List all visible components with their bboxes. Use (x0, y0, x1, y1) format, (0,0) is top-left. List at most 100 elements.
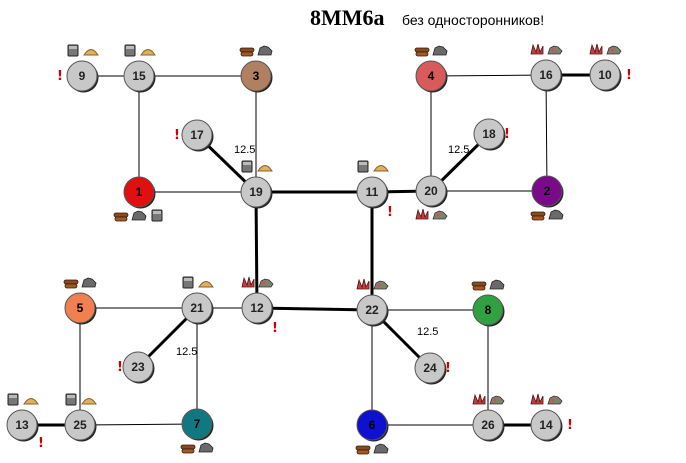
warning-mark: ! (504, 127, 510, 142)
warning-mark: ! (387, 205, 393, 220)
gems-icon (373, 280, 389, 290)
node-label: 11 (366, 185, 379, 199)
node-21: 21 (181, 276, 214, 325)
map-subtitle: без односторонников! (402, 12, 544, 28)
sulfur-icon (198, 281, 214, 288)
node-24: 24! (414, 352, 451, 385)
ore-icon (131, 210, 147, 221)
gems-icon (258, 278, 274, 288)
node-label: 4 (428, 69, 435, 83)
node-label: 6 (369, 418, 376, 432)
node-label: 18 (482, 127, 496, 141)
sulfur-icon (373, 165, 389, 172)
edge-weight-label: 12.5 (176, 346, 197, 358)
wood-icon (63, 279, 79, 289)
node-label: 24 (423, 361, 437, 375)
node-label: 17 (190, 128, 204, 142)
edge-weight-label: 12.5 (417, 326, 438, 338)
ore-icon (373, 443, 389, 454)
mercury-icon (65, 393, 77, 406)
gems-icon (547, 395, 563, 405)
node-label: 7 (194, 417, 201, 431)
warning-mark: ! (117, 360, 123, 375)
node-label: 14 (539, 418, 553, 432)
edge-16-2 (545, 74, 548, 192)
sulfur-icon (23, 398, 39, 405)
warning-mark: ! (445, 361, 451, 376)
warning-mark: ! (567, 418, 573, 433)
mercury-icon (182, 276, 194, 289)
node-16: 16 (530, 43, 563, 92)
node-11: 11! (356, 160, 393, 220)
ore-icon (81, 277, 97, 288)
wood-icon (113, 212, 129, 222)
ore-icon (198, 442, 214, 453)
node-label: 20 (424, 184, 438, 198)
crystal-icon (241, 276, 255, 288)
node-17: 17! (174, 119, 214, 152)
node-12: 12! (241, 276, 278, 336)
node-label: 8 (485, 303, 492, 317)
gems-icon (432, 210, 448, 220)
node-label: 16 (539, 68, 553, 82)
mercury-icon (7, 393, 19, 406)
node-label: 19 (249, 185, 263, 199)
crystal-icon (356, 278, 370, 290)
node-label: 21 (190, 301, 204, 315)
mercury-icon (151, 209, 163, 222)
ore-icon (257, 45, 273, 56)
edge-19-12 (254, 191, 259, 309)
crystal-icon (415, 208, 429, 220)
node-6: 6 (355, 409, 389, 455)
warning-mark: ! (272, 321, 278, 336)
wood-icon (180, 444, 196, 454)
edge-25-7 (79, 423, 198, 426)
map-title: 8MM6a (310, 5, 385, 30)
edge-4-16 (430, 74, 547, 77)
edge-12-22 (256, 306, 373, 312)
edge-weight-label: 12.5 (448, 144, 469, 156)
crystal-icon (589, 43, 603, 55)
node-7: 7 (180, 408, 214, 454)
wood-icon (530, 211, 546, 221)
wood-icon (239, 47, 255, 57)
ore-icon (432, 45, 448, 56)
mercury-icon (67, 44, 79, 57)
node-label: 25 (73, 418, 87, 432)
node-label: 22 (365, 303, 379, 317)
node-label: 12 (250, 301, 264, 315)
crystal-icon (530, 393, 544, 405)
wood-icon (471, 281, 487, 291)
warning-mark: ! (38, 436, 44, 451)
sulfur-icon (257, 165, 273, 172)
node-22: 22 (356, 278, 389, 327)
crystal-icon (472, 393, 486, 405)
sulfur-icon (140, 49, 156, 56)
node-label: 26 (481, 418, 495, 432)
node-19: 19 (240, 160, 273, 209)
node-5: 5 (63, 277, 97, 325)
ore-icon (548, 209, 564, 220)
ore-icon (489, 279, 505, 290)
node-label: 13 (15, 418, 29, 432)
node-14: 14! (530, 393, 573, 442)
node-9: 9! (57, 44, 99, 93)
wood-icon (355, 445, 371, 455)
node-label: 23 (131, 360, 145, 374)
gems-icon (547, 45, 563, 55)
node-4: 4 (414, 45, 448, 93)
node-label: 15 (132, 69, 146, 83)
node-3: 3 (239, 45, 273, 93)
node-25: 25 (64, 393, 97, 442)
node-label: 1 (136, 185, 143, 199)
node-10: 10! (589, 43, 632, 92)
gems-icon (489, 395, 505, 405)
warning-mark: ! (57, 69, 63, 84)
node-18: 18! (473, 118, 510, 151)
node-label: 10 (598, 68, 612, 82)
edge-layer: 12.5 12.5 12.5 12.5 (22, 73, 605, 427)
edge-weight-label: 12.5 (234, 144, 255, 156)
node-label: 2 (544, 184, 551, 198)
